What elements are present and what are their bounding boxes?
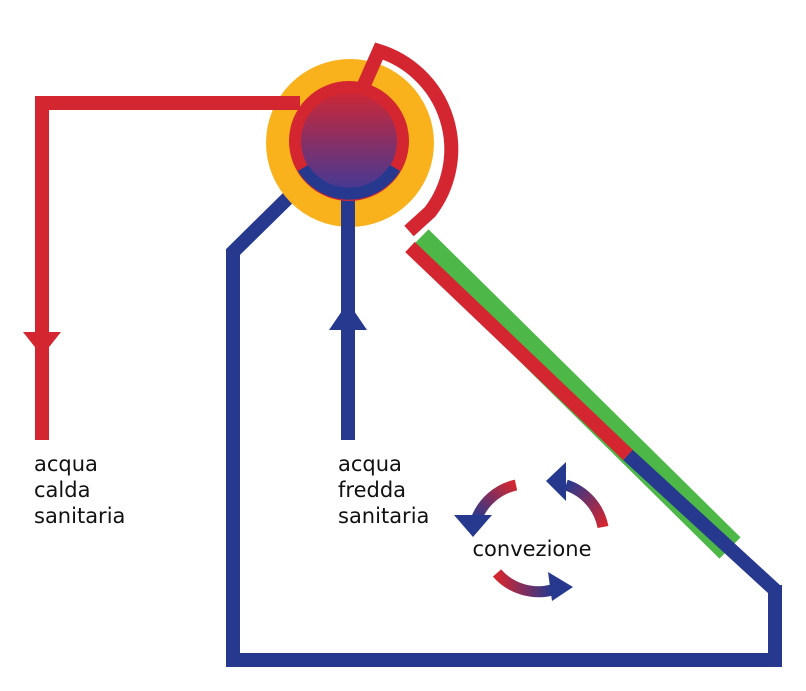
convection-arc-bottom bbox=[492, 569, 554, 598]
hot-riser-pipe bbox=[353, 42, 459, 237]
convection-arc-right bbox=[564, 479, 609, 529]
cold-up-arrow-icon bbox=[329, 302, 367, 330]
convection-label: convezione bbox=[473, 537, 592, 561]
convection-arrow-bottom-icon bbox=[548, 572, 573, 601]
tank-bottom-rim bbox=[297, 164, 401, 200]
hot-down-arrow-icon bbox=[23, 332, 61, 356]
convection-cycle bbox=[454, 462, 609, 601]
cold-water-label: acqua fredda sanitaria bbox=[338, 452, 429, 528]
cold-return-pipe bbox=[226, 188, 782, 667]
convection-arrow-right-icon bbox=[546, 462, 566, 501]
collector-cold-pipe bbox=[623, 449, 780, 596]
collector-hot-pipe bbox=[405, 241, 633, 461]
hot-water-label: acqua calda sanitaria bbox=[34, 452, 125, 528]
convection-arrow-left-icon bbox=[454, 515, 492, 537]
hot-outlet-pipe bbox=[35, 96, 300, 440]
convection-arc-left bbox=[470, 479, 518, 523]
